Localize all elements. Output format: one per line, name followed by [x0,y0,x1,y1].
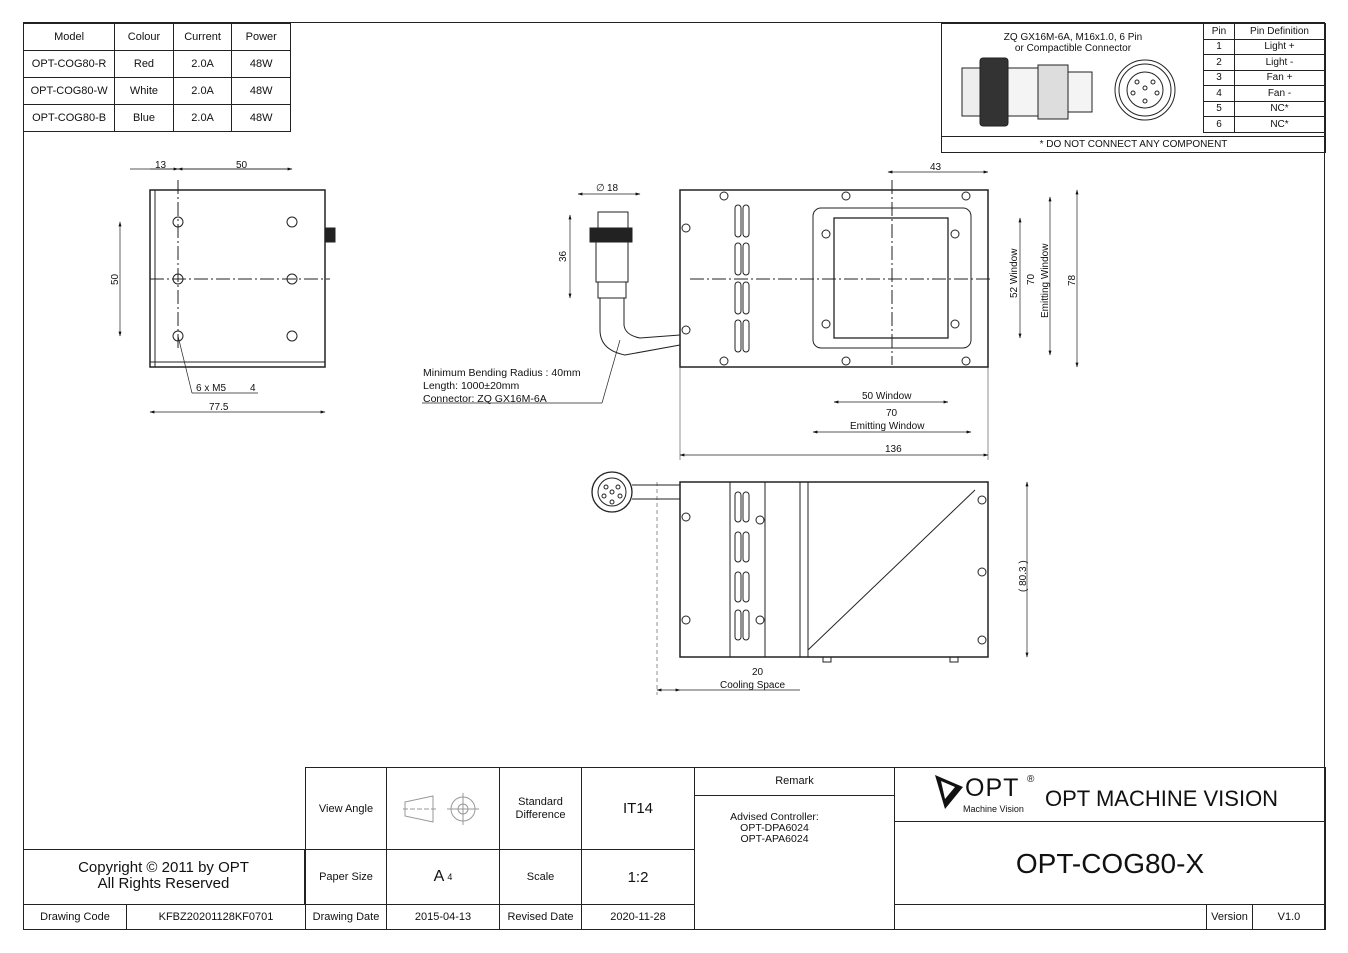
table-row: OPT-COG80-R Red 2.0A 48W [22,50,291,78]
header-colour: Colour [114,23,174,51]
revised-date-value: 2020-11-28 [581,904,695,930]
min-bend-radius: Minimum Bending Radius : 40mm [423,367,581,379]
cell-current: 2.0A [172,104,233,132]
remark-line1: Advised Controller: [730,811,819,823]
opt-logo-icon [935,775,963,809]
part-number: OPT-COG80-X [894,821,1326,905]
logo-subtitle: Machine Vision [963,804,1024,814]
cell-power: 48W [231,104,291,132]
cell-power: 48W [231,50,291,78]
dim-78: 78 [1067,274,1078,286]
standard-difference-value: IT14 [581,767,695,850]
window-50: 50 Window [862,391,912,402]
window-52: 52 Window [1009,248,1020,298]
cell-current: 2.0A [172,50,233,78]
paper-size-number: 4 [447,872,453,882]
connector-title: ZQ GX16M-6A, M16x1.0, 6 Pin or Compactib… [942,32,1204,54]
paper-size-label: Paper Size [305,849,387,905]
dim-20: 20 [752,667,764,678]
dim-70-vert: 70 [1026,273,1037,285]
connector-title-line1: ZQ GX16M-6A, M16x1.0, 6 Pin [1003,32,1143,43]
cable-connector: Connector: ZQ GX16M-6A [423,393,547,405]
copyright-block: Copyright © 2011 by OPT All Rights Reser… [23,849,305,905]
projection-symbol-icon [403,792,479,825]
drawing-date-value: 2015-04-13 [386,904,500,930]
remark-label: Remark [695,768,894,796]
logo-registered: ® [1027,774,1035,785]
view-angle-label: View Angle [305,767,387,850]
scale-value: 1:2 [581,849,695,905]
pin-definition: NC* [1234,116,1325,133]
company-block: OPT ® Machine Vision OPT MACHINE VISION [894,767,1326,822]
revised-date-label: Revised Date [499,904,582,930]
cable-drawing [422,192,681,404]
dim-50-left: 50 [110,273,121,285]
hole-depth-label: 4 [250,383,256,394]
cell-model: OPT-COG80-B [22,104,116,132]
dim-36: 36 [558,250,569,262]
table-header-row: Model Colour Current Power [22,23,291,51]
cooling-space: Cooling Space [720,680,785,691]
standard-difference-label: Standard Difference [499,767,582,850]
copyright-line1: Copyright © 2011 by OPT [78,859,249,876]
remark-line3: OPT-APA6024 [740,833,809,845]
emitting-window-horiz: Emitting Window [850,421,925,432]
dim-80-3: ( 80.3 ) [1018,560,1029,592]
remark-text: Advised Controller: OPT-DPA6024 OPT-APA6… [695,812,894,845]
cell-current: 2.0A [172,77,233,105]
dim-43: 43 [930,162,942,173]
holes-label: 6 x M5 [196,383,226,394]
dim-70-horiz: 70 [886,408,898,419]
remark-line2: OPT-DPA6024 [740,822,809,834]
drawing-code-label: Drawing Code [23,904,127,930]
cell-model: OPT-COG80-W [22,77,116,105]
connector-illustration [961,57,1176,127]
remark-block: Remark Advised Controller: OPT-DPA6024 O… [694,767,895,930]
view-angle-symbol [386,767,500,850]
version-value: V1.0 [1252,904,1326,930]
connector-title-line2: or Compactible Connector [1014,43,1132,54]
drawing-code-value: KFBZ20201128KF0701 [126,904,306,930]
front-view [679,170,1079,460]
diameter-symbol: ∅ [596,183,605,194]
table-row: OPT-COG80-B Blue 2.0A 48W [22,104,291,132]
title-bottom-spacer [894,904,1207,930]
dim-77-5: 77.5 [209,402,229,413]
emitting-window-vert: Emitting Window [1040,243,1051,318]
copyright-line2: All Rights Reserved [97,875,230,892]
paper-size-letter: A [433,868,445,885]
company-name: OPT MACHINE VISION [1045,786,1279,811]
cable-length: Length: 1000±20mm [423,380,519,392]
dim-18: 18 [607,183,619,194]
version-label: Version [1206,904,1253,930]
dim-13: 13 [155,160,167,171]
table-row: OPT-COG80-W White 2.0A 48W [22,77,291,105]
drawing-date-label: Drawing Date [305,904,387,930]
cell-colour: Blue [114,104,174,132]
side-view [118,167,336,414]
bottom-view [591,471,1029,695]
header-current: Current [172,23,233,51]
scale-label: Scale [499,849,582,905]
connector-box: ZQ GX16M-6A, M16x1.0, 6 Pin or Compactib… [941,23,1326,153]
dim-136: 136 [885,444,902,455]
model-spec-table: Model Colour Current Power OPT-COG80-R R… [22,23,291,132]
connector-note: * DO NOT CONNECT ANY COMPONENT [942,136,1325,152]
logo-text: OPT [965,774,1020,802]
dim-50-top: 50 [236,160,248,171]
